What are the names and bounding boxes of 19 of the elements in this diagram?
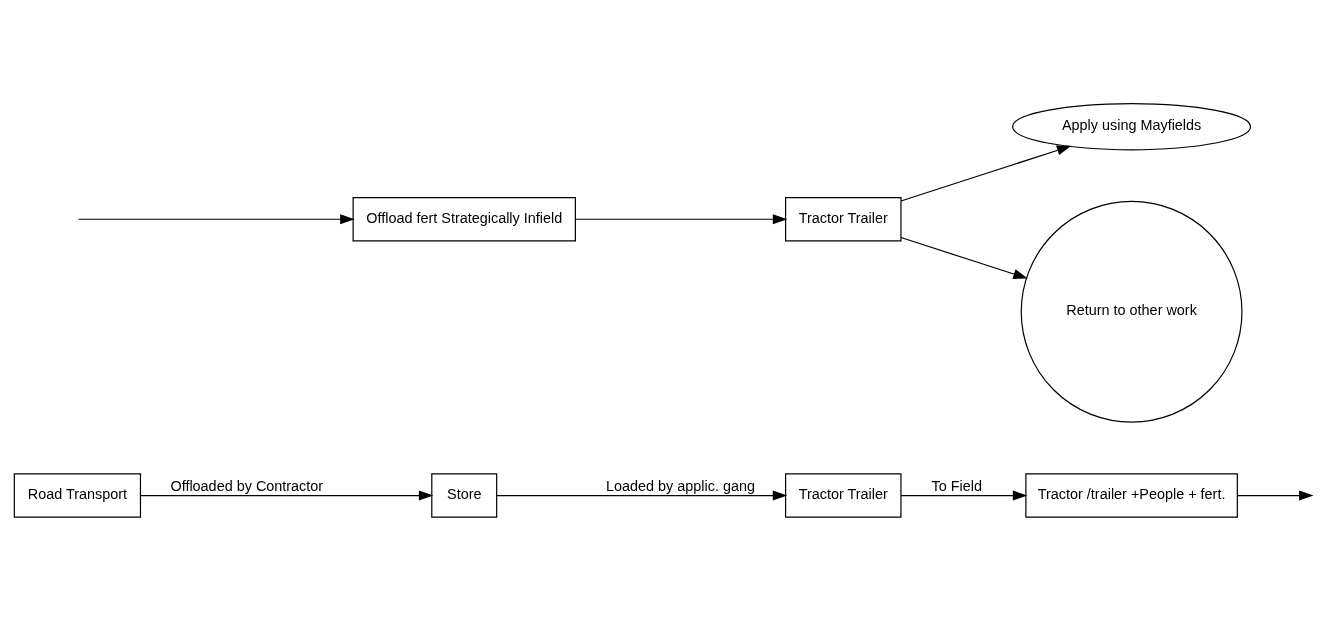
node-ellipse: Apply using Mayfields (1012, 103, 1252, 151)
arrow (1236, 490, 1314, 501)
node-box: Road Transport (13, 473, 142, 518)
edge-label: Loaded by applic. gang (605, 478, 755, 495)
arrow (900, 236, 1028, 279)
node-box: Tractor /trailer +People + fert. (1025, 473, 1238, 518)
edge-label: Offloaded by Contractor (170, 478, 324, 495)
arrow (78, 214, 355, 225)
node-circle: Return to other work (1020, 200, 1243, 423)
node-box: Tractor Trailer (785, 473, 902, 518)
arrow (900, 145, 1072, 202)
arrow (900, 490, 1028, 501)
node-box: Tractor Trailer (785, 197, 902, 242)
node-box: Store (431, 473, 498, 518)
arrow (140, 490, 434, 501)
arrow (574, 214, 788, 225)
node-box: Offload fert Strategically Infield (352, 197, 576, 242)
edge-label: To Field (931, 478, 983, 495)
arrow (496, 490, 788, 501)
